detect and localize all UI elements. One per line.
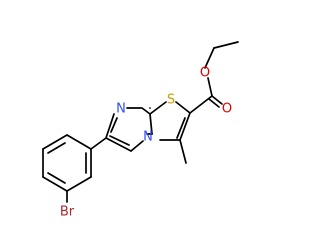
ethyl-ester bbox=[189, 41, 239, 114]
bond bbox=[211, 95, 223, 105]
bond bbox=[213, 41, 239, 49]
double-bond-inner bbox=[176, 117, 186, 139]
double-bond-inner bbox=[47, 142, 66, 154]
bromophenyl-ring bbox=[42, 134, 92, 203]
ester-oxygen-label: O bbox=[200, 66, 210, 81]
bromine-label: Br bbox=[60, 205, 75, 220]
structure-canvas: Br S N N O O bbox=[42, 41, 239, 220]
bond bbox=[149, 101, 167, 115]
bond bbox=[175, 101, 191, 114]
bond bbox=[66, 134, 92, 150]
double-bond-inner bbox=[109, 135, 130, 146]
bond bbox=[149, 113, 153, 135]
bond bbox=[105, 113, 115, 139]
sulfur-label: S bbox=[167, 93, 175, 108]
bond bbox=[66, 176, 92, 192]
bond bbox=[204, 47, 215, 69]
bond bbox=[90, 137, 107, 150]
bond bbox=[141, 107, 151, 115]
bond bbox=[208, 98, 220, 108]
imidazole-ring bbox=[105, 107, 153, 152]
thiazole-ring bbox=[149, 101, 191, 164]
bond bbox=[130, 140, 144, 152]
molecule-structure: Br S N N O O bbox=[42, 41, 239, 220]
bond bbox=[42, 134, 68, 150]
double-bond-inner bbox=[47, 172, 66, 184]
carbonyl-oxygen-label: O bbox=[222, 102, 232, 117]
bond bbox=[42, 176, 68, 192]
bridgehead-nitrogen-label: N bbox=[143, 130, 153, 145]
double-bond-inner bbox=[110, 117, 118, 133]
bond bbox=[207, 77, 213, 97]
imine-nitrogen-label: N bbox=[116, 102, 126, 117]
bond bbox=[179, 139, 187, 164]
bond bbox=[105, 137, 132, 152]
bond bbox=[179, 112, 191, 141]
